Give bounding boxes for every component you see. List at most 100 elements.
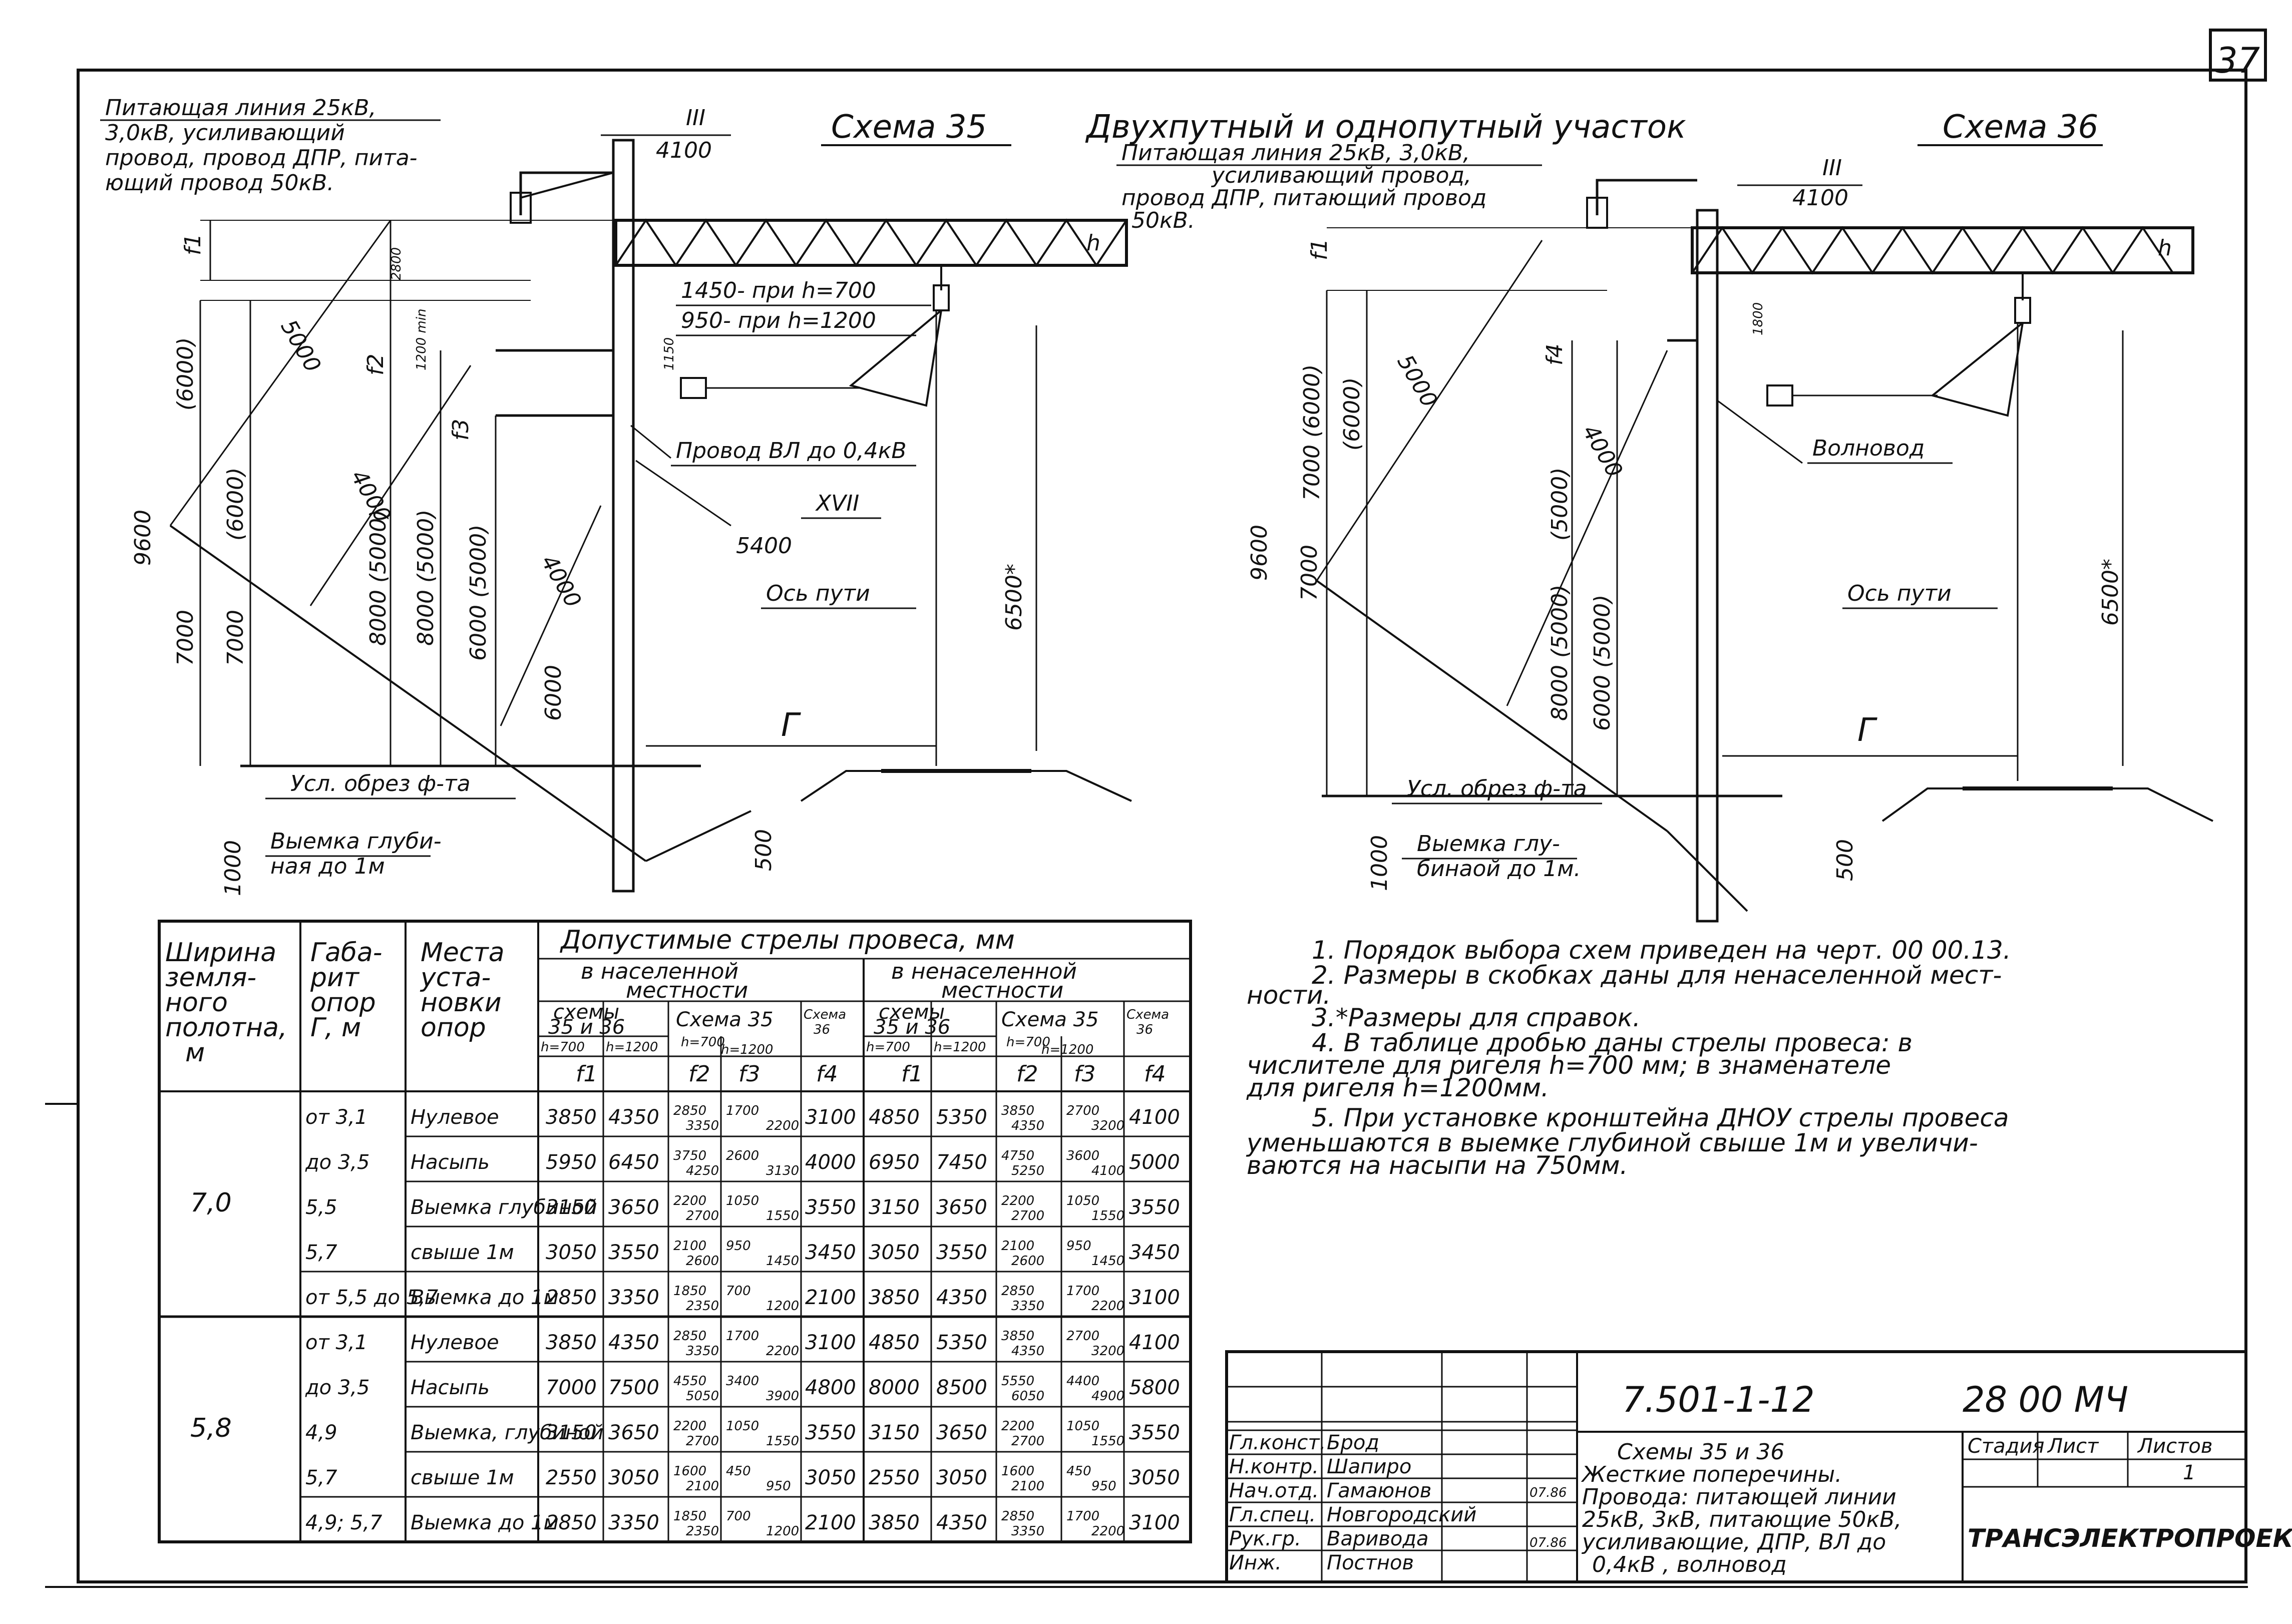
scheme35-d6000b: (6000): [223, 468, 248, 541]
sheet-number: 37: [2215, 40, 2260, 81]
table-u-f2-num: 2100: [1001, 1239, 1034, 1254]
table-gabarit: 4,9; 5,7: [305, 1511, 383, 1534]
note-line-4: 3.*Размеры для справок.: [1312, 1003, 1641, 1032]
table-gabarit: 5,7: [305, 1466, 337, 1489]
table-gabarit: от 5,5 до 5,7: [305, 1286, 439, 1309]
table-u-f2-den: 4350: [1011, 1118, 1044, 1133]
table-f1-h1200: 4350: [608, 1331, 659, 1354]
scheme35-note-h1200: 950- при h=1200: [681, 308, 876, 333]
scheme36-truss: [1691, 226, 2194, 275]
scheme36-cut-label: Усл. обрез ф-та: [1407, 776, 1587, 801]
table-f-label: f1: [901, 1061, 923, 1087]
table-f1-h700: 3150: [546, 1196, 597, 1219]
table-f2-num: 1850: [673, 1509, 706, 1524]
table-u-f4: 3550: [1129, 1196, 1180, 1219]
scheme35-section2-leader: [635, 460, 731, 527]
tb-org: ТРАНСЭЛЕКТРОПРОЕКТ: [1968, 1524, 2292, 1553]
table-f1-h700: 2550: [546, 1466, 597, 1489]
table-u-f1-h1200: 5350: [936, 1331, 987, 1354]
table-f1-h700: 2850: [546, 1511, 597, 1534]
scheme36-slope2: [1666, 830, 1748, 912]
table-u-f3-den: 3200: [1091, 1344, 1124, 1359]
scheme35-h-label: h: [1086, 230, 1100, 256]
table-h700-b: h=700: [866, 1040, 910, 1055]
scheme35-d1200: 1200 min: [414, 309, 429, 370]
table-u-f3-den: 4100: [1091, 1163, 1124, 1178]
tb-role: Нач.отд.: [1229, 1479, 1319, 1502]
table-main-header: Допустимые стрелы провеса, мм: [560, 925, 1015, 955]
table-u-f4: 3450: [1129, 1241, 1180, 1264]
table-f-label: f1: [576, 1061, 597, 1087]
table-f3-num: 3400: [726, 1374, 759, 1389]
table-u-f2-den: 2700: [1011, 1208, 1044, 1224]
scheme35-feed-line2: 3,0кВ, усиливающий: [105, 120, 345, 146]
note-line-6: числителе для ригеля h=700 мм; в знамена…: [1247, 1051, 1891, 1080]
table-f2-num: 1850: [673, 1284, 706, 1299]
table-u-f2-den: 2600: [1011, 1254, 1044, 1269]
table-f3-den: 1200: [766, 1299, 799, 1314]
scheme36-hanger-insulator: [2014, 297, 2031, 324]
table-f-label: f4: [816, 1061, 838, 1087]
table-u-f3-den: 2200: [1091, 1299, 1124, 1314]
table-sub-3536b: 35 и 36: [548, 1016, 625, 1039]
scheme36-d6000: (6000): [1339, 377, 1365, 451]
table-u-f3-num: 3600: [1066, 1148, 1099, 1163]
table-u-f2-num: 2200: [1001, 1193, 1034, 1208]
table-f4: 3050: [805, 1466, 856, 1489]
table-f2-den: 2100: [686, 1479, 719, 1494]
tb-name: Постнов: [1327, 1551, 1414, 1574]
table-u-f3-num: 1050: [1066, 1419, 1099, 1434]
table-f3-num: 1050: [726, 1193, 759, 1208]
scheme35-d5000: 5000: [275, 315, 325, 376]
scheme36-d7000: 7000: [1297, 545, 1322, 601]
table-f3-den: 1200: [766, 1524, 799, 1539]
table-f2-num: 2200: [673, 1419, 706, 1434]
table-f2-num: 2850: [673, 1103, 706, 1118]
scheme36-waveguide-label: Волновод: [1812, 436, 1925, 461]
table-place: Нулевое: [411, 1331, 499, 1354]
table-u-f3-num: 2700: [1066, 1103, 1099, 1118]
table-f-label: f3: [1074, 1061, 1095, 1087]
table-f3-num: 700: [726, 1284, 751, 1299]
tb-date: 07.86: [1530, 1485, 1567, 1500]
scheme35-gauge-label: Г: [781, 707, 801, 744]
tb-name: Новгородский: [1327, 1503, 1476, 1526]
table-u-f2-num: 3850: [1001, 1103, 1034, 1118]
scheme35-roman: III: [686, 105, 705, 131]
table-u-f3-den: 4900: [1091, 1389, 1124, 1404]
scheme36-feed-line1: Питающая линия 25кВ, 3,0кВ,: [1121, 140, 1470, 166]
scheme35-feed-line1: Питающая линия 25кВ,: [105, 95, 376, 121]
table-col3-l4: опор: [421, 1013, 486, 1043]
tb-name: Гамаюнов: [1327, 1479, 1431, 1502]
table-u-f2-num: 3850: [1001, 1329, 1034, 1344]
table-f1-h700: 2850: [546, 1286, 597, 1309]
table-f2-den: 3350: [686, 1344, 719, 1359]
table-u-f1-h1200: 4350: [936, 1511, 987, 1534]
scheme36-dim-4000: [1506, 350, 1668, 706]
scheme36-f4: f4: [1542, 344, 1568, 365]
scheme35-d6500: 6500*: [1001, 564, 1027, 631]
table-place: Насыпь: [411, 1376, 490, 1399]
scheme35-pole: [612, 139, 635, 893]
scheme36-pole: [1696, 209, 1719, 923]
table-col2-l2: рит: [310, 963, 360, 993]
scheme35-d6000d: 6000: [541, 665, 566, 721]
scheme35-bracket: [519, 171, 613, 215]
table-f1-h700: 3850: [546, 1331, 597, 1354]
scheme36-feed-line3: провод ДПР, питающий провод: [1121, 185, 1486, 211]
scheme35-insulator: [510, 192, 532, 224]
scheme35-d9600: 9600: [130, 510, 156, 566]
table-f1-h700: 3150: [546, 1421, 597, 1444]
scheme35-axis-label: Ось пути: [766, 581, 870, 606]
table-f3-num: 700: [726, 1509, 751, 1524]
table-h1200-a: h=1200: [606, 1040, 658, 1055]
scheme36-feed-line4: 50кВ.: [1131, 208, 1195, 233]
table-u-f2-den: 4350: [1011, 1344, 1044, 1359]
table-f2-num: 2850: [673, 1329, 706, 1344]
table-u-f1-h1200: 7450: [936, 1151, 987, 1174]
scheme35-d4000b: 4000: [536, 551, 586, 612]
table-f3-den: 1450: [766, 1254, 799, 1269]
table-u-f3-den: 1550: [1091, 1208, 1124, 1224]
scheme35-f1: f1: [180, 234, 206, 255]
table-col3-l3: новки: [421, 988, 502, 1018]
